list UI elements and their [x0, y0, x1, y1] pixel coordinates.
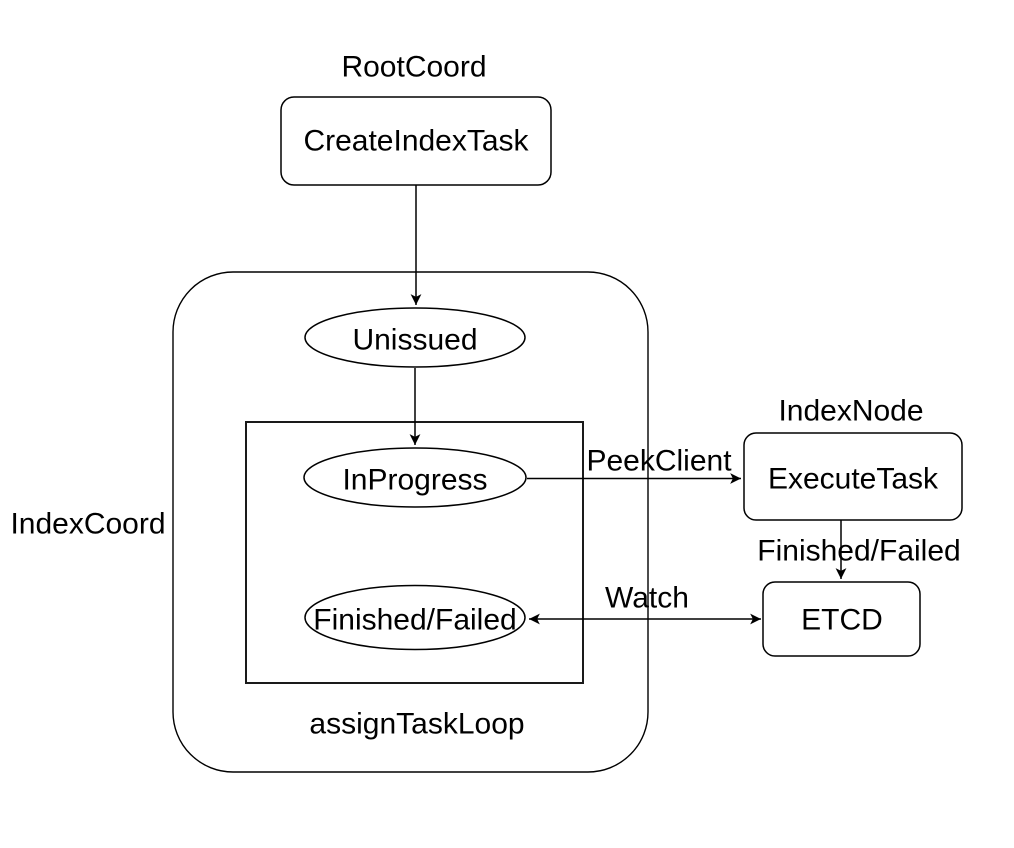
in-progress-label: InProgress [342, 464, 487, 497]
execute-task-node [743, 432, 963, 521]
watch-edge-label: Watch [605, 582, 689, 615]
peek-client-edge-label: PeekClient [586, 445, 732, 478]
finished-failed-edge-label: Finished/Failed [757, 535, 960, 568]
assign-task-loop-label: assignTaskLoop [309, 708, 524, 741]
index-node-label: IndexNode [778, 395, 923, 428]
in-progress-state [303, 447, 527, 508]
index-coord-container [172, 271, 649, 773]
unissued-label: Unissued [352, 324, 477, 357]
root-coord-label: RootCoord [341, 51, 486, 84]
execute-task-label: ExecuteTask [768, 463, 939, 496]
finished-failed-state [304, 584, 526, 651]
etcd-label: ETCD [801, 604, 883, 637]
unissued-state [304, 307, 526, 368]
create-index-task-label: CreateIndexTask [303, 125, 529, 158]
index-coord-label: IndexCoord [10, 508, 165, 541]
etcd-node [762, 581, 921, 657]
finished-failed-state-label: Finished/Failed [313, 604, 516, 637]
